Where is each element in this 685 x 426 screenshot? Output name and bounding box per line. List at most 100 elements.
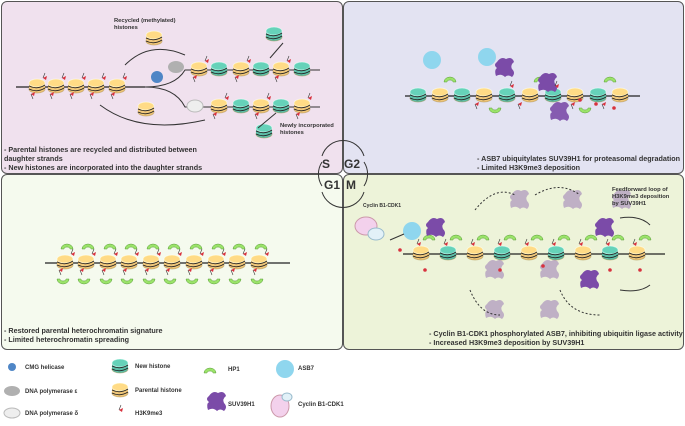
phase-g2: G2 (344, 157, 361, 171)
hp1 (99, 278, 113, 285)
parental-histone (293, 98, 311, 114)
dna-wrap (439, 251, 457, 259)
h3k9me3-flag (31, 92, 35, 96)
feedforward-arrow (559, 289, 601, 316)
parental-histone (67, 78, 85, 94)
hp1 (503, 234, 517, 241)
h3k9me3-flag-pole (58, 269, 62, 276)
hp1 (189, 243, 203, 250)
suv39h1 (595, 218, 614, 237)
dna-wrap (566, 93, 584, 101)
h3k9me3-flag-pole (443, 238, 447, 245)
recycle-arrow-up (124, 48, 186, 66)
methyl-mark (594, 102, 598, 106)
dna-wrap (163, 260, 181, 268)
h3k9me3-flag (102, 268, 106, 272)
h3k9me3-flag-pole (632, 238, 636, 245)
h3k9me3-flag (71, 252, 75, 256)
hp1 (103, 243, 117, 250)
hp1 (476, 234, 490, 241)
h3k9me3-flag (552, 242, 556, 246)
h3k9me3-flag-pole (246, 55, 250, 62)
h3k9me3-flag (225, 96, 229, 100)
histone-top (466, 245, 484, 255)
feedforward-arrow (619, 284, 651, 292)
parental-histone (210, 98, 228, 114)
parental-histone (47, 78, 65, 94)
dna-wrap (250, 260, 268, 268)
h3k9me3-flag (231, 268, 235, 272)
h3k9me3-flag (287, 59, 291, 63)
h3k9me3-flag (119, 408, 123, 412)
dna-wrap (431, 93, 449, 101)
h3k9me3-flag-pole (554, 80, 558, 87)
histone-top (47, 78, 65, 88)
hp1 (81, 243, 95, 250)
parental-histone (521, 87, 539, 103)
dna-wrap (475, 93, 493, 101)
methyl-mark (541, 264, 545, 268)
legend-label: SUV39H1 (228, 402, 255, 408)
dna-wrap (412, 251, 430, 259)
new-histone (493, 245, 511, 261)
new-histone (255, 123, 273, 139)
parental-histone (520, 245, 538, 261)
h3k9me3-flag (188, 268, 192, 272)
parental-histone (142, 254, 160, 270)
histone-top (293, 61, 311, 71)
dna-wrap (67, 84, 85, 92)
asb7 (478, 48, 496, 66)
dna-wrap (190, 67, 208, 75)
h3k9me3-flag-pole (274, 76, 278, 83)
dna-wrap (272, 104, 290, 112)
histone-top (232, 98, 250, 108)
histone-top (611, 87, 629, 97)
recycled-histones-label: Recycled (methylated) histones (114, 18, 176, 31)
methyl-mark (608, 268, 612, 272)
h3k9me3-flag (222, 252, 226, 256)
histone-top (409, 87, 427, 97)
feedforward-arrow (619, 216, 651, 226)
legend-label: ASB7 (298, 366, 315, 372)
histone-top (520, 245, 538, 255)
histone-top (185, 254, 203, 264)
dna-wrap (56, 260, 74, 268)
h3k9me3-flag-pole (110, 93, 114, 100)
histone-top (272, 98, 290, 108)
h3k9me3-flag-pole (144, 269, 148, 276)
h3k9me3-flag (90, 92, 94, 96)
dna-wrap (544, 93, 562, 101)
h3k9me3-flag-pole (187, 269, 191, 276)
cyclin-label: Cyclin B1-CDK1 (363, 203, 402, 209)
histone-top (574, 245, 592, 255)
h3k9me3-flag (243, 252, 247, 256)
histone-top (228, 254, 246, 264)
parental-histone (232, 61, 250, 77)
h3k9me3-flag (417, 242, 421, 246)
h3k9me3-flag-pole (517, 103, 521, 110)
new-histone (544, 87, 562, 103)
dna-wrap (232, 104, 250, 112)
histone-top (120, 254, 138, 264)
new-histone (547, 245, 565, 261)
h3k9me3-flag-pole (204, 55, 208, 62)
parental-histone (87, 78, 105, 94)
h3k9me3-flag (510, 84, 514, 88)
dna-wrap (47, 84, 65, 92)
cdk1 (367, 227, 385, 241)
dna-wrap (207, 260, 225, 268)
histone-top (252, 61, 270, 71)
histone-top (493, 245, 511, 255)
cycle-arrow-right (363, 161, 368, 187)
dna-wrap (520, 251, 538, 259)
g1-phase-caption: - Restored parental heterochromatin sign… (4, 326, 163, 344)
dna-wrap (120, 260, 138, 268)
histone-top (547, 245, 565, 255)
h3k9me3-flag (275, 75, 279, 79)
dna-wrap (137, 107, 155, 115)
cycle-arrow-left (318, 161, 323, 187)
histone-top (99, 254, 117, 264)
h3k9me3-flag-pole (601, 103, 605, 110)
h3k9me3-flag-pole (118, 404, 122, 411)
h3k9me3-flag-pole (156, 248, 160, 255)
